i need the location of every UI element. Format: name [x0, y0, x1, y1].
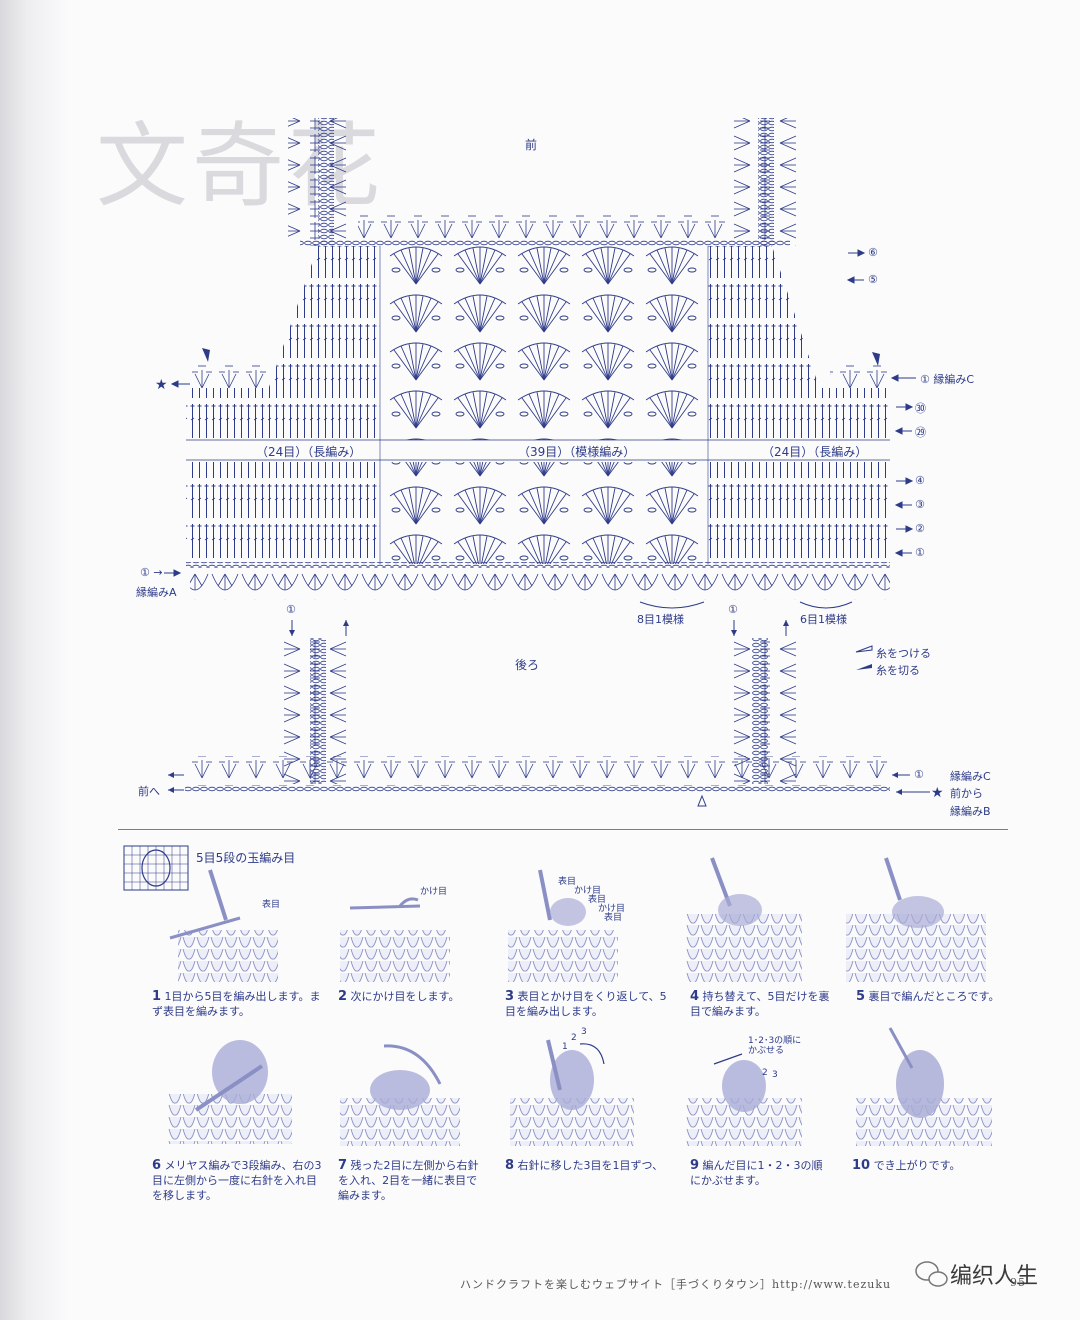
footer-text: ハンドクラフトを楽しむウェブサイト［手づくりタウン］http://www.tez… [460, 1278, 892, 1291]
wechat-icon [915, 1261, 948, 1287]
row-label-4: ④ [915, 474, 925, 487]
row-label-edging-c: ① 縁編みC [920, 373, 975, 386]
step3-label-d: かけ目 [598, 904, 626, 914]
row-label-29: ㉙ [915, 426, 926, 439]
step-8-caption: 8 右針に移した3目を1目ずつ、 [505, 1158, 664, 1173]
page-number: 95 [1010, 1276, 1026, 1289]
step8-label-1: 1 [562, 1042, 568, 1052]
step8-label-3: 3 [581, 1027, 587, 1037]
back-edging-c: 縁編みC [950, 770, 991, 783]
section-center-label: （39目）（模様編み） [518, 445, 636, 459]
step8-label-2: 2 [571, 1033, 577, 1043]
col-marker-right: ① [728, 603, 738, 616]
step-4-caption: 4 持ち替えて、5目だけを裏目で編みます。 [690, 989, 830, 1018]
back-left-note: 前へ [138, 785, 160, 798]
step9-label-3: 3 [772, 1070, 778, 1080]
step3-label-b: かけ目 [574, 886, 602, 896]
section-right-label: （24目）（長編み） [762, 445, 868, 459]
step1-label: 表目 [262, 900, 281, 910]
attach-thread-icon [855, 645, 873, 653]
row-label-1: ① [915, 546, 925, 559]
front-label: 前 [525, 138, 538, 152]
row-label-6: ⑥ [868, 246, 878, 259]
step-6-caption: 6 メリヤス編みで3段編み、右の3目に左側から一度に右針を入れ目を移します。 [152, 1158, 322, 1202]
star-marker-back: ★ [931, 785, 944, 801]
repeat-6-label: 6目1模様 [800, 613, 847, 626]
row-label-30: ㉚ [915, 402, 926, 415]
repeat-8-label: 8目1模様 [637, 613, 684, 626]
cut-thread-label: 糸を切る [876, 664, 920, 677]
row-label-3: ③ [915, 498, 925, 511]
step3-label-e: 表目 [604, 913, 623, 923]
step-7-caption: 7 残った2目に左側から右針を入れ、2目を一緒に表目で編みます。 [338, 1158, 479, 1202]
knitting-illustrations-row-1 [169, 857, 986, 982]
row-arrows [164, 249, 916, 577]
back-label: 後ろ [515, 658, 540, 672]
row-label-2: ② [915, 522, 925, 535]
attach-thread-label: 糸をつける [876, 647, 931, 660]
step2-label: かけ目 [420, 887, 448, 897]
instructions-title: 5目5段の玉編み目 [196, 851, 296, 865]
step-3-caption: 3 表目とかけ目をくり返して、5目を編み出します。 [505, 989, 667, 1018]
step9-label-order: 1･2･3の順にかぶせる [748, 1036, 802, 1056]
step-2-caption: 2 次にかけ目をします。 [338, 989, 460, 1004]
step-10-caption: 10 でき上がりです。 [852, 1158, 961, 1173]
back-row-1: ① [914, 768, 924, 781]
back-edging-b: 縁編みB [950, 805, 991, 818]
step9-label-2: 2 [762, 1068, 768, 1078]
step-5-caption: 5 裏目で編んだところです。 [856, 989, 1000, 1004]
step-1-caption: 1 1目から5目を編み出します。まず表目を編みます。 [152, 989, 321, 1018]
front-body-chart [185, 118, 890, 609]
step3-label-c: 表目 [588, 895, 607, 905]
cut-thread-icon [856, 664, 872, 670]
section-divider [118, 829, 1008, 830]
front-start-marker: ① → [140, 566, 163, 579]
knitting-illustrations-row-2 [168, 1027, 992, 1146]
back-from-front: 前から [950, 787, 983, 800]
book-spine-shadow [0, 0, 70, 1320]
wechat-account-name: 编织人生 [950, 1264, 1039, 1289]
row-label-5: ⑤ [868, 273, 878, 286]
back-body-chart [168, 620, 930, 807]
section-left-label: （24目）（長編み） [256, 445, 362, 459]
step3-label-a: 表目 [558, 877, 577, 887]
step-9-caption: 9 編んだ目に1・2・3の順にかぶせます。 [690, 1158, 823, 1187]
star-marker: ★ [155, 377, 168, 393]
col-marker-left: ① [286, 603, 296, 616]
mini-stitch-grid [123, 845, 189, 891]
edging-a-label: 縁編みA [136, 586, 177, 599]
